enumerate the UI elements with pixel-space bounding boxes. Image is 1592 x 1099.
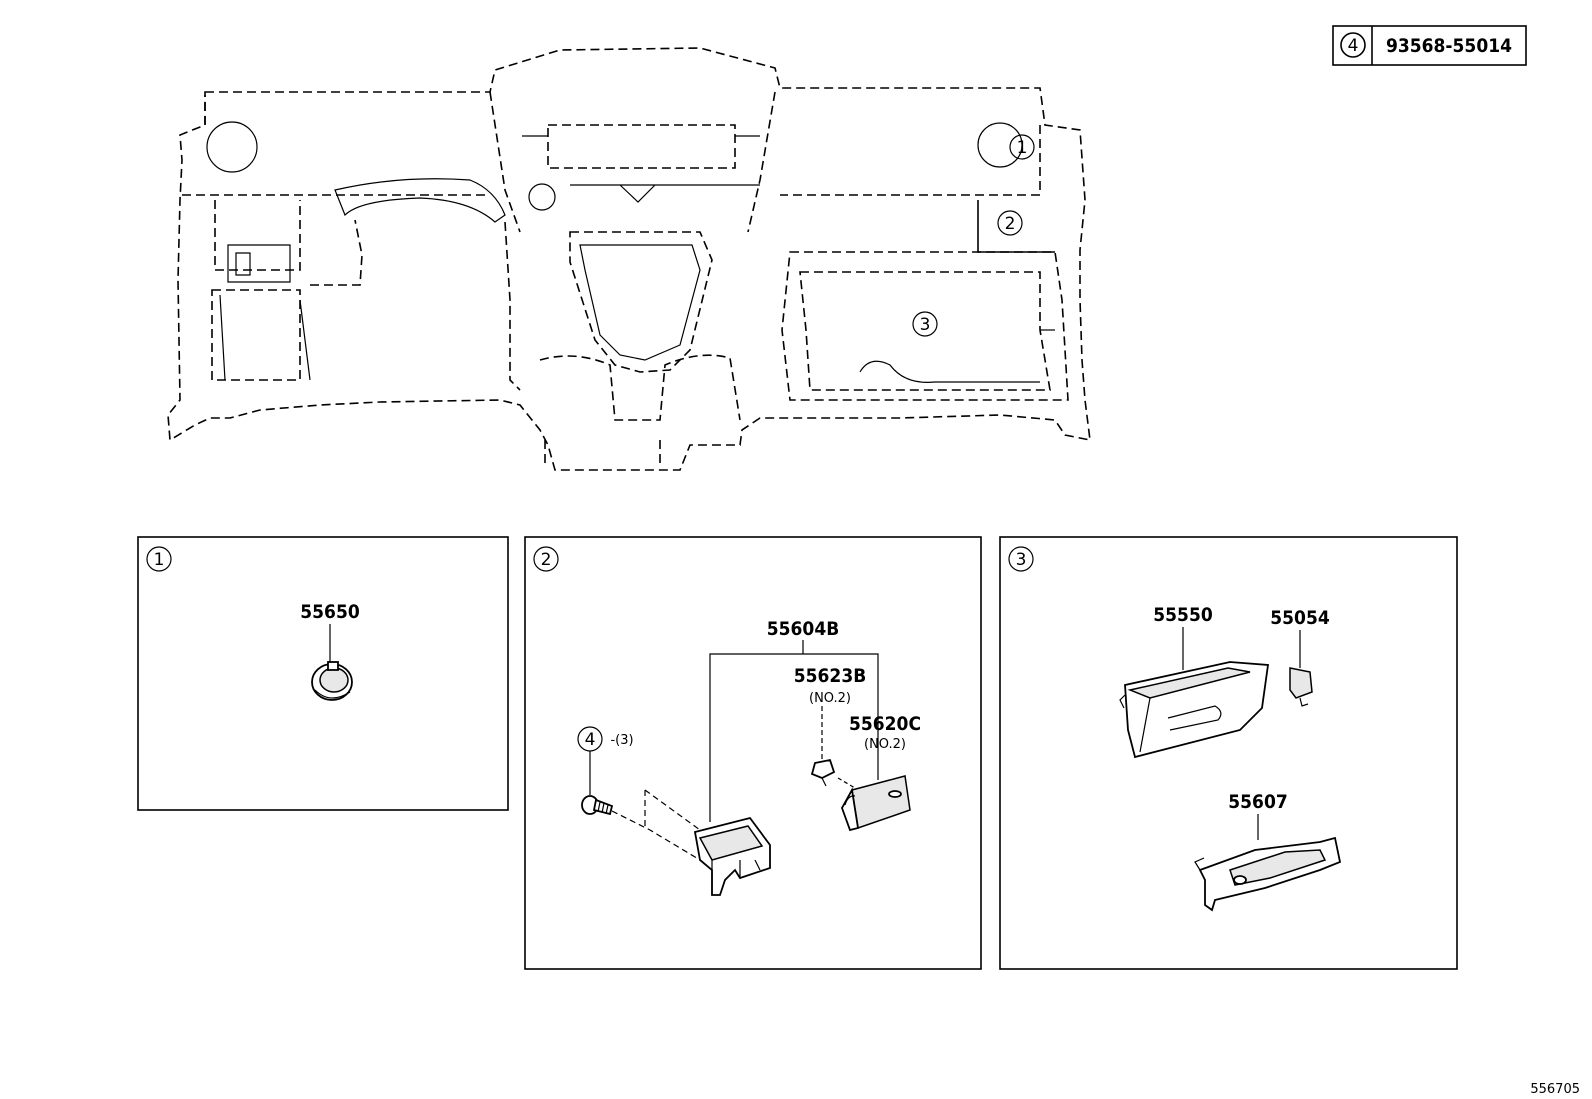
overview-ref-2: 2 — [1005, 214, 1016, 234]
overview-ref-1: 1 — [1017, 138, 1028, 158]
legend-part-number: 93568-55014 — [1386, 35, 1512, 57]
part-55604B-drawing — [693, 816, 771, 896]
part-55623B-drawing — [810, 758, 836, 787]
part-55650-drawing — [311, 661, 353, 701]
panel-2-bolt-qty: -(3) — [610, 733, 633, 748]
panel-2-ref: 2 — [541, 550, 552, 570]
dashboard-overview: 1 2 3 — [167, 47, 1091, 471]
part-label-55550: 55550 — [1153, 604, 1213, 626]
panel-3-ref: 3 — [1016, 550, 1027, 570]
part-label-55607: 55607 — [1228, 791, 1287, 813]
part-label-55650: 55650 — [300, 601, 360, 623]
part-note-55620C: (NO.2) — [864, 737, 906, 752]
panel-3: 3 55550 55054 55607 — [999, 536, 1458, 970]
legend-ref-number: 4 — [1348, 36, 1359, 56]
part-label-55604B: 55604B — [767, 618, 840, 640]
part-label-55054: 55054 — [1270, 607, 1330, 629]
panel-2-ref-circle — [533, 546, 559, 572]
legend-ref-circle — [1340, 32, 1366, 58]
panel-1: 1 55650 — [137, 536, 509, 811]
part-55550-drawing — [1119, 661, 1270, 759]
panel-2: 2 55604B 55623B (NO.2) 55620C (NO.2) 4 -… — [524, 536, 982, 970]
part-label-55620C: 55620C — [849, 713, 921, 735]
part-55054-drawing — [1289, 667, 1313, 707]
part-55607-drawing — [1194, 836, 1342, 912]
legend-box: 4 93568-55014 — [1332, 25, 1527, 66]
panel-2-bolt-ref: 4 — [585, 730, 596, 750]
overview-ref-3: 3 — [920, 315, 931, 335]
part-label-55623B: 55623B — [794, 665, 867, 687]
part-bolt-drawing — [581, 795, 614, 816]
panel-1-ref-circle — [146, 546, 172, 572]
part-55620C-drawing — [841, 775, 911, 832]
panel-1-ref: 1 — [154, 550, 165, 570]
panel-3-ref-circle — [1008, 546, 1034, 572]
illustration-id: 556705 — [1530, 1082, 1580, 1097]
part-note-55623B: (NO.2) — [809, 691, 851, 706]
